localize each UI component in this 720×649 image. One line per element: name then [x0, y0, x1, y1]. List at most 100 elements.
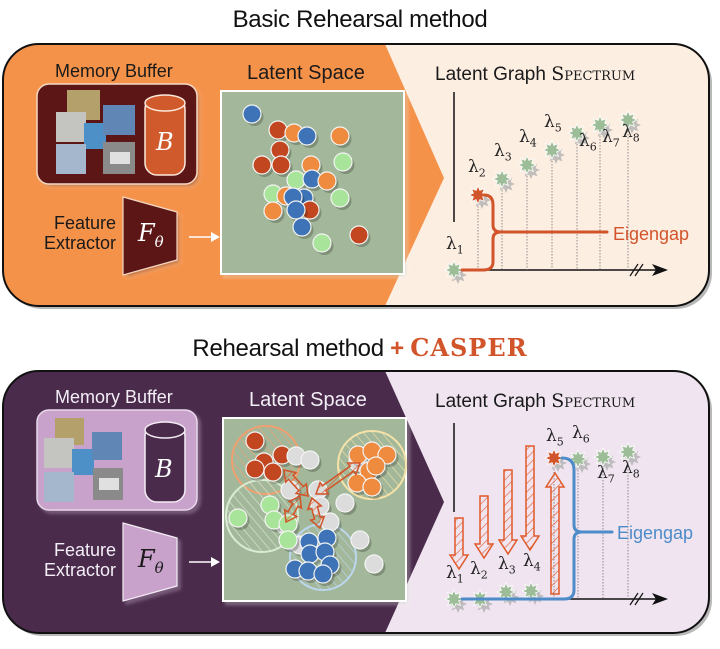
eigenvalue-marker	[567, 448, 589, 470]
top-spectrum-title: Latent Graph Spectrum	[435, 63, 636, 85]
latent-point	[364, 554, 384, 574]
latent-point	[268, 120, 288, 140]
eigenvalue-marker	[541, 139, 563, 161]
top-arrow-head	[211, 232, 220, 242]
top-panel-title: Basic Rehearsal method	[232, 6, 488, 33]
eigenvalue-marker	[516, 154, 538, 176]
top-memory-buffer-label: Memory Buffer	[55, 61, 173, 81]
eigenvalue-label-5: λ5	[544, 112, 562, 135]
latent-point	[278, 530, 298, 550]
eigenvalue-label-4: λ4	[519, 127, 537, 150]
eigenvalue-marker	[520, 580, 542, 602]
eigenvalue-marker	[589, 114, 611, 136]
eigenvalue-label-4: λ4	[523, 551, 541, 574]
latent-point	[317, 171, 337, 191]
eigenvalue-marker	[443, 259, 465, 281]
latent-point	[252, 155, 272, 175]
top-latent-points	[242, 104, 371, 255]
bottom-fe-line2: Extractor	[43, 560, 116, 580]
latent-point	[349, 225, 369, 245]
bottom-latent-space-label: Latent Space	[249, 389, 367, 411]
eigenvalue-label-2: λ2	[470, 559, 488, 582]
top-eigengap-label: Eigengap	[613, 224, 690, 244]
latent-point	[330, 126, 350, 146]
eigengap-brace	[460, 193, 609, 272]
push-down-arrow	[473, 495, 495, 560]
cluster-region	[225, 479, 299, 553]
bottom-fe-line1: Feature	[53, 540, 116, 560]
repulsion-arrow	[283, 469, 309, 497]
latent-point	[245, 459, 265, 479]
eigenvalue-label-1: λ1	[446, 234, 464, 257]
eigenvalue-label-5: λ5	[546, 426, 564, 449]
bottom-repulsion-arrows	[283, 462, 362, 530]
latent-point	[271, 155, 291, 175]
eigenvalue-marker	[592, 446, 614, 468]
latent-point	[320, 512, 340, 532]
latent-point	[242, 104, 262, 124]
eigenvalue-marker	[566, 122, 588, 144]
top-feature-extractor-icon	[122, 196, 178, 276]
latent-point	[286, 170, 306, 190]
top-fe-line1: Feature	[53, 213, 116, 233]
axis-break	[629, 263, 639, 277]
push-up-arrow	[544, 471, 566, 595]
eigenvalue-label-7: λ7	[597, 463, 615, 486]
bottom-spectrum-title: Latent Graph Spectrum	[435, 390, 636, 412]
eigenvalue-label-1: λ1	[446, 563, 464, 586]
top-latent-space-label: Latent Space	[247, 62, 365, 84]
latent-point	[263, 201, 283, 221]
eigenvalue-label-7: λ7	[602, 127, 620, 150]
casper-label: CASPER	[410, 333, 528, 362]
axis-break	[634, 263, 644, 277]
bottom-title-plus: +	[390, 335, 404, 362]
eigenvalue-label-6: λ6	[572, 423, 590, 446]
latent-point	[350, 530, 370, 550]
latent-point	[297, 126, 317, 146]
x-axis-arrowhead	[652, 593, 668, 605]
eigenvalue-label-3: λ3	[494, 141, 512, 164]
latent-point	[366, 456, 386, 476]
repulsion-arrow	[283, 494, 303, 524]
latent-point	[362, 477, 382, 497]
bottom-buffer-images	[44, 418, 123, 502]
eigenvalue-label-3: λ3	[498, 554, 516, 577]
bottom-feature-extractor-icon	[122, 522, 178, 602]
eigenvalue-marker	[443, 588, 465, 610]
eigenvalue-label-2: λ2	[468, 157, 486, 180]
top-extractor-symbol: Fθ	[138, 219, 164, 251]
latent-point	[263, 462, 283, 482]
push-down-arrow	[519, 445, 541, 552]
push-down-arrow	[497, 469, 519, 556]
repulsion-arrow	[306, 496, 326, 530]
bottom-eigengap-label: Eigengap	[617, 523, 694, 543]
top-database-icon	[144, 94, 186, 176]
eigenvalue-marker	[467, 184, 489, 206]
repulsion-arrow	[314, 462, 362, 495]
top-buffer-symbol: B	[156, 128, 174, 156]
bottom-database-icon	[144, 421, 186, 503]
latent-point	[312, 233, 332, 253]
latent-point	[313, 564, 333, 584]
top-buffer-images	[56, 90, 135, 174]
latent-point	[286, 200, 306, 220]
top-fe-line2: Extractor	[43, 233, 116, 253]
bottom-memory-buffer-label: Memory Buffer	[55, 387, 173, 407]
axis-break	[634, 592, 644, 606]
top-spectrum-plot	[443, 92, 668, 284]
bottom-extractor-symbol: Fθ	[138, 545, 164, 577]
top-panel	[2, 43, 712, 309]
bottom-panel	[2, 370, 712, 636]
axis-break	[629, 592, 639, 606]
bottom-panel-title: Rehearsal method + CASPER	[0, 333, 720, 363]
x-axis-arrowhead	[652, 264, 668, 276]
latent-point	[228, 508, 248, 528]
latent-point	[300, 450, 320, 470]
latent-point	[245, 431, 265, 451]
latent-point	[333, 152, 353, 172]
eigenvalue-marker	[617, 109, 639, 131]
bottom-feature-extractor-label: Feature Extractor	[20, 540, 116, 580]
eigenvalue-marker	[491, 168, 513, 190]
latent-point	[292, 217, 312, 237]
